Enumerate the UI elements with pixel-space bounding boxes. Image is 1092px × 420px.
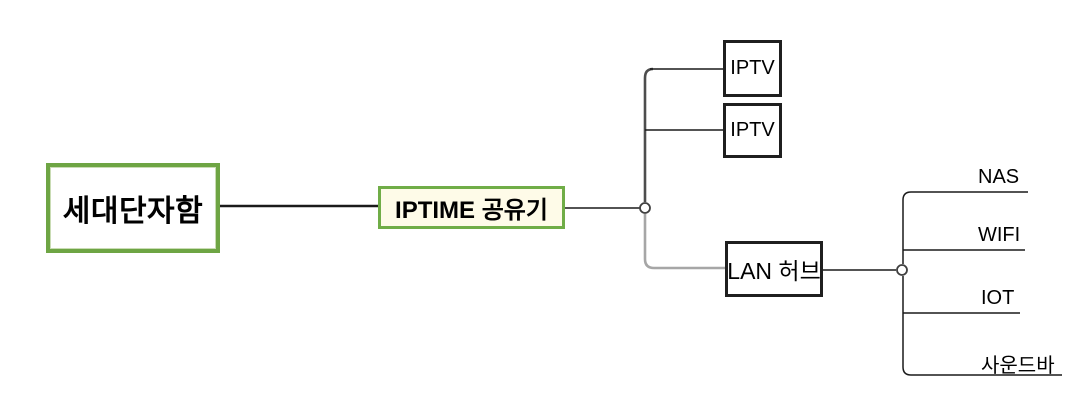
node-lan-hub-label: LAN 허브: [727, 258, 821, 284]
connector-to-soundbar: [902, 276, 1062, 376]
leaf-label-nas: NAS: [978, 166, 1020, 188]
trunk-vertical-lower: [643, 214, 725, 270]
node-terminal-box-label: 세대단자함: [62, 195, 204, 228]
node-iptv-1-label: IPTV: [730, 57, 775, 79]
junction-node-right: [896, 264, 908, 276]
node-iptime-router-label: IPTIME 공유기: [395, 197, 548, 224]
node-iptv-1: IPTV: [723, 40, 782, 97]
leaf-label-soundbar: 사운드바: [981, 355, 1055, 377]
connector-to-nas: [902, 191, 1028, 264]
node-lan-hub: LAN 허브: [725, 241, 823, 297]
node-iptv-2: IPTV: [723, 103, 782, 158]
leaf-label-iot: IOT: [981, 287, 1015, 309]
junction-node-left: [639, 202, 651, 214]
trunk-vertical-upper: [643, 67, 654, 202]
node-terminal-box: 세대단자함: [46, 163, 220, 253]
node-iptime-router: IPTIME 공유기: [378, 186, 565, 229]
leaf-label-wifi: WIFI: [978, 224, 1021, 246]
node-iptv-2-label: IPTV: [730, 119, 775, 141]
